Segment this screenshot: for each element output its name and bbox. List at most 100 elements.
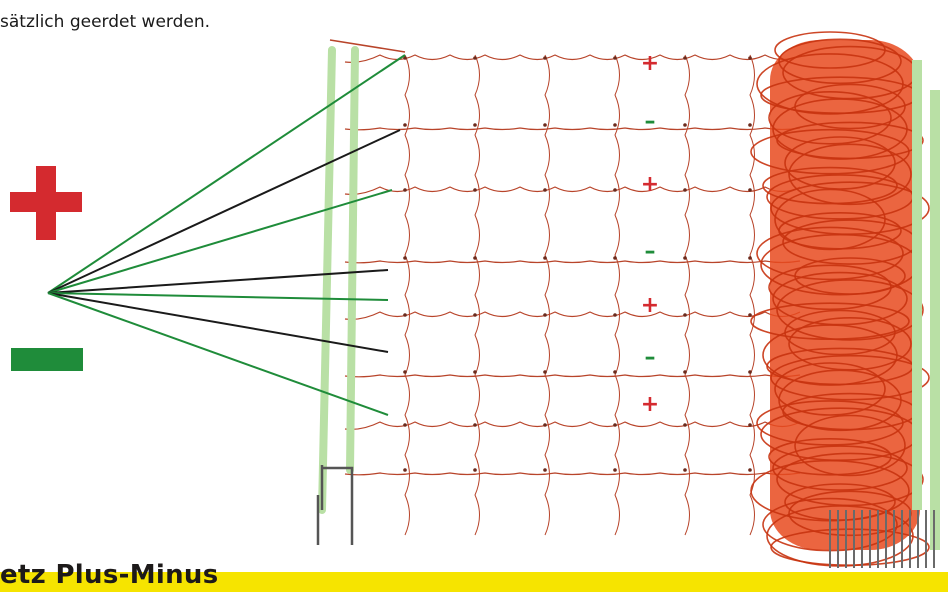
- net-strand-horizontal: [344, 186, 801, 195]
- net-knot: [683, 123, 687, 127]
- roll-post: [930, 90, 940, 550]
- net-knot: [748, 188, 752, 192]
- net-strand-horizontal: [344, 54, 801, 63]
- net-knot: [403, 468, 407, 472]
- net-knot: [403, 256, 407, 260]
- fence-post: [318, 46, 336, 514]
- net-strand-vertical: [614, 54, 620, 536]
- net-knot: [543, 188, 547, 192]
- net-roll-loop: [762, 166, 898, 205]
- row-plus-label: +: [641, 51, 659, 76]
- net-strand-vertical: [474, 54, 480, 536]
- net-knot: [473, 56, 477, 60]
- net-knot: [543, 256, 547, 260]
- net-knot: [613, 313, 617, 317]
- net-knot: [748, 468, 752, 472]
- net-knot: [473, 370, 477, 374]
- net-roll-loop: [770, 528, 930, 567]
- net-strand-horizontal: [344, 374, 801, 378]
- net-knot: [683, 370, 687, 374]
- net-strand-vertical: [404, 54, 410, 536]
- live-wire: [47, 189, 393, 294]
- net-knot: [403, 56, 407, 60]
- net-knot: [613, 256, 617, 260]
- net-knot: [543, 468, 547, 472]
- row-minus-label: –: [645, 109, 656, 134]
- net-roll-loop: [778, 212, 902, 250]
- net-roll-loop: [794, 257, 906, 295]
- net-knot: [683, 188, 687, 192]
- net-knot: [683, 313, 687, 317]
- net-knot: [473, 256, 477, 260]
- plus-symbol-vertical: [36, 166, 56, 240]
- net-knot: [748, 123, 752, 127]
- rolled-net: [750, 31, 940, 568]
- net-knot: [473, 313, 477, 317]
- roll-post: [912, 60, 922, 510]
- net-roll-loop: [770, 354, 930, 401]
- net-knot: [613, 423, 617, 427]
- net-knot: [683, 56, 687, 60]
- net-knot: [543, 56, 547, 60]
- net-grid: [344, 54, 801, 536]
- net-roll-loop: [774, 362, 886, 416]
- net-knot: [473, 468, 477, 472]
- net-strand-horizontal: [344, 311, 801, 320]
- ground-wire: [47, 129, 401, 294]
- net-roll-loop: [768, 91, 892, 145]
- net-strand-vertical: [749, 54, 755, 536]
- net-roll-loop: [756, 400, 904, 446]
- live-wire: [47, 292, 389, 301]
- net-knot: [613, 370, 617, 374]
- ground-spike: [316, 465, 354, 545]
- net-roll-loop: [784, 483, 896, 521]
- live-wire: [47, 54, 406, 294]
- net-knot: [683, 256, 687, 260]
- net-roll-loop: [776, 279, 924, 341]
- net-knot: [613, 468, 617, 472]
- net-knot: [748, 56, 752, 60]
- net-roll-loop: [794, 414, 906, 477]
- net-knot: [613, 123, 617, 127]
- row-plus-label: +: [641, 293, 659, 318]
- plus-symbol: [10, 166, 82, 240]
- net-strand-horizontal: [344, 127, 801, 131]
- net-knot: [748, 370, 752, 374]
- row-plus-label: +: [641, 172, 659, 197]
- net-knot: [683, 468, 687, 472]
- net-roll-loop: [768, 264, 892, 311]
- net-knot: [543, 370, 547, 374]
- net-knot: [473, 423, 477, 427]
- net-knot: [403, 188, 407, 192]
- fence-posts: [316, 39, 406, 545]
- net-roll-loop: [774, 188, 886, 251]
- title-underline-bar: [0, 572, 948, 592]
- minus-symbol: [11, 348, 83, 371]
- net-knot: [748, 423, 752, 427]
- connection-wires: [47, 54, 406, 416]
- net-strand-vertical: [544, 54, 550, 536]
- fence-net-illustration: +–+–+–+: [47, 31, 940, 568]
- net-roll-loop: [772, 445, 908, 491]
- net-knot: [403, 423, 407, 427]
- net-roll-loop: [750, 128, 910, 175]
- section-title: etz Plus-Minus: [0, 560, 219, 590]
- net-roll-loop: [788, 143, 912, 206]
- net-knot: [543, 123, 547, 127]
- net-knot: [403, 123, 407, 127]
- live-wire: [47, 292, 389, 416]
- ground-wire: [47, 292, 389, 353]
- net-strand-horizontal: [344, 260, 801, 264]
- intro-text: sätzlich geerdet werden.: [0, 12, 211, 32]
- net-knot: [543, 313, 547, 317]
- net-knot: [748, 313, 752, 317]
- net-knot: [613, 56, 617, 60]
- net-roll-loop: [778, 38, 902, 85]
- top-strand: [329, 39, 406, 53]
- net-knot: [748, 256, 752, 260]
- row-plus-label: +: [641, 392, 659, 417]
- ground-wire: [47, 269, 389, 294]
- net-knot: [543, 423, 547, 427]
- net-knot: [403, 370, 407, 374]
- net-knot: [473, 188, 477, 192]
